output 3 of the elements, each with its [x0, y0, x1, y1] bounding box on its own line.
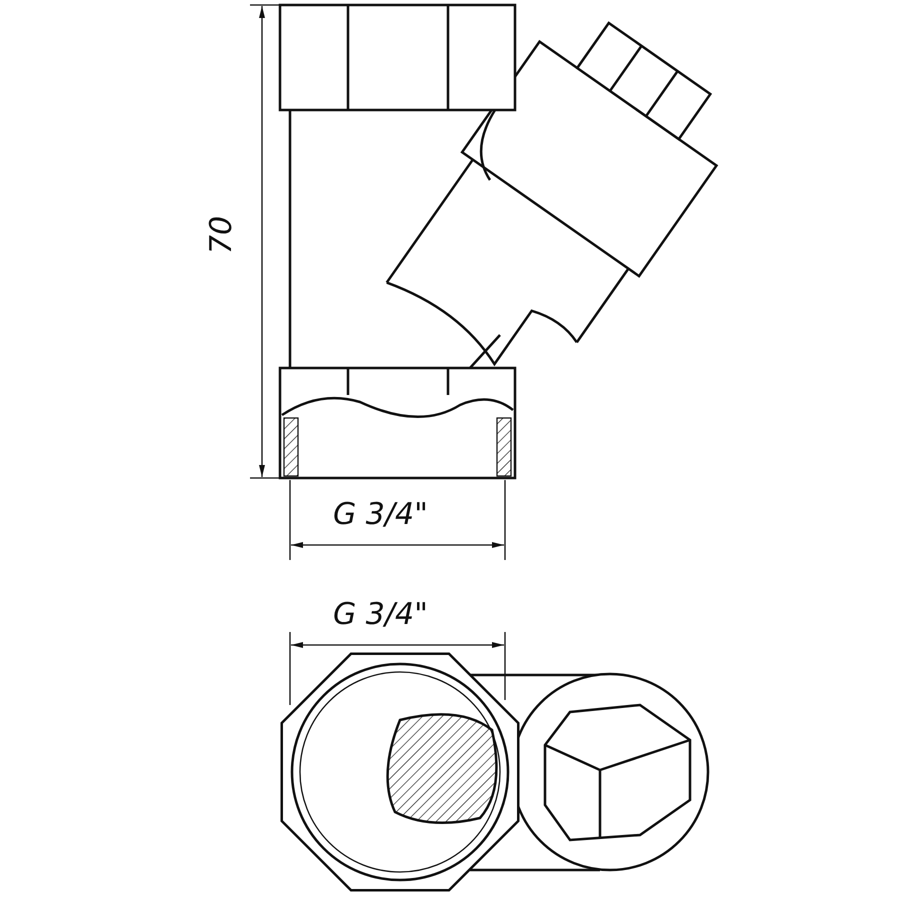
dimension-label: 70	[207, 216, 238, 254]
dimension-label: G 3/4"	[333, 500, 428, 530]
dimension-label: G 3/4"	[333, 600, 428, 630]
